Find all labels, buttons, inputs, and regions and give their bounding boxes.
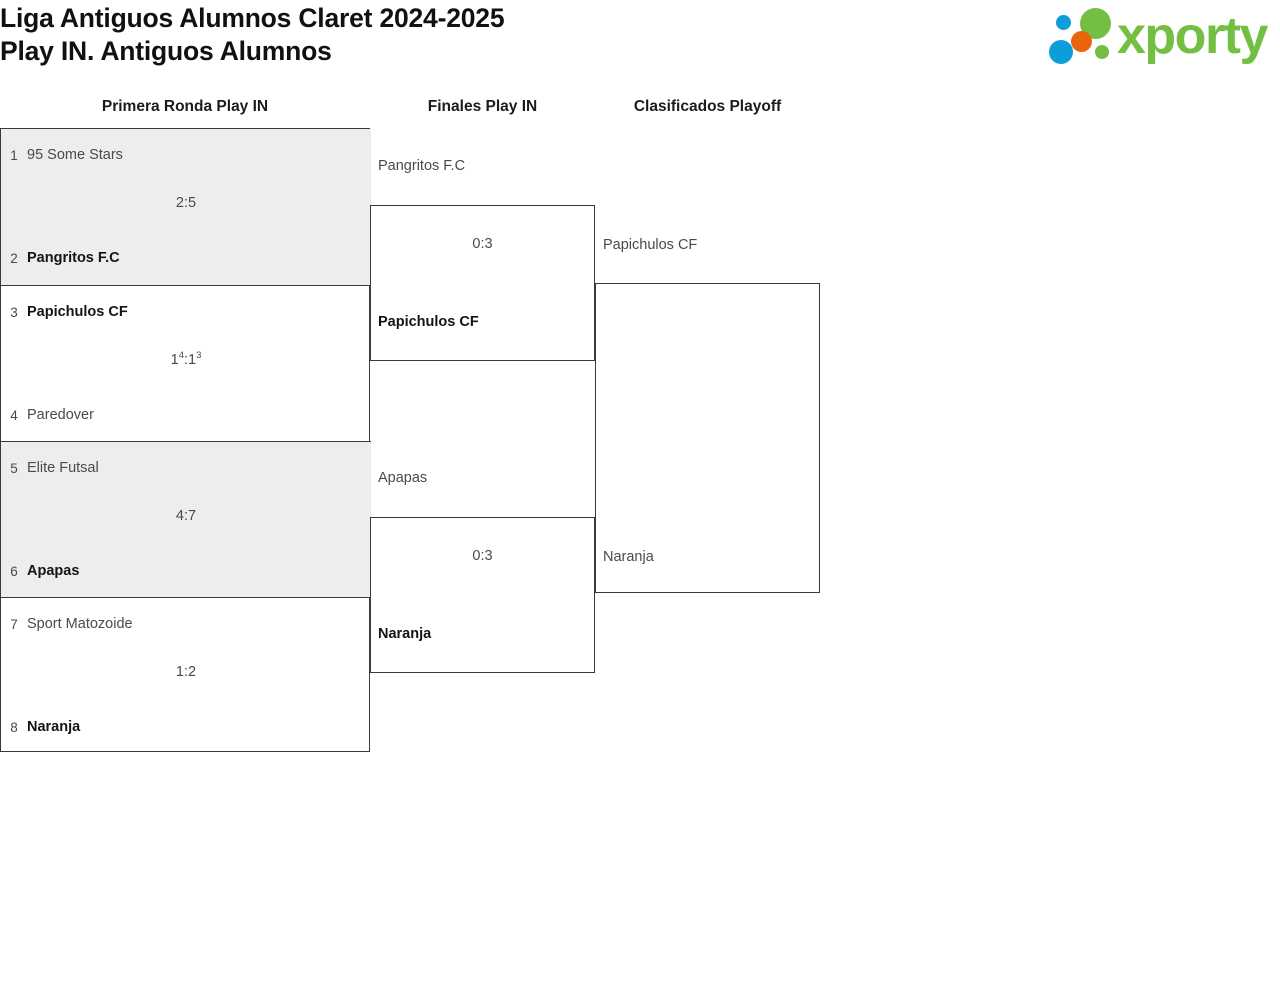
logo-dot-orange-icon — [1071, 31, 1092, 52]
team-name: 95 Some Stars — [27, 147, 123, 163]
logo-dot-blue-large-icon — [1049, 40, 1073, 64]
team-seed: 5 — [10, 460, 18, 476]
score-away: 1 — [188, 352, 197, 368]
team-seed: 3 — [10, 304, 18, 320]
match-score: 0:3 — [472, 548, 493, 564]
qualified-team-first[interactable]: Papichulos CF — [603, 237, 698, 253]
column-header-clasificados: Clasificados Playoff — [633, 98, 782, 115]
bracket-team-bottom[interactable]: 6 Apapas — [1, 558, 371, 584]
penalties-home: 4 — [178, 350, 184, 362]
team-seed: 1 — [10, 147, 18, 163]
bracket-team-top[interactable]: 1 95 Some Stars — [1, 142, 371, 168]
bracket-team-bottom[interactable]: 8 Naranja — [1, 714, 371, 740]
match-score: 2:5 — [175, 195, 197, 211]
score-home: 2 — [175, 195, 184, 211]
team-name: Apapas — [27, 563, 80, 579]
match-score: 4:7 — [175, 508, 197, 524]
qualified-playoff-box: Papichulos CF Naranja — [595, 237, 820, 593]
page-header: Liga Antiguos Alumnos Claret 2024-2025 P… — [0, 0, 1280, 92]
logo-dots-icon — [1047, 6, 1133, 68]
team-name: Sport Matozoide — [27, 616, 133, 632]
match-row[interactable]: 1 95 Some Stars 2:5 2 Pangritos F.C — [1, 129, 371, 285]
team-name: Elite Futsal — [27, 460, 99, 476]
qualified-team-second[interactable]: Naranja — [603, 549, 654, 565]
team-seed: 7 — [10, 616, 18, 632]
score-home: 4 — [175, 508, 184, 524]
score-home: 1 — [175, 664, 184, 680]
match-score: 0:3 — [472, 236, 493, 252]
bracket-team-top[interactable]: 3 Papichulos CF — [1, 299, 371, 325]
score-home: 1 — [170, 352, 179, 368]
match-row[interactable]: 3 Papichulos CF 14:13 4 Paredover — [1, 285, 371, 441]
xporty-logo: xporty — [1047, 6, 1275, 68]
score-away: 2 — [188, 664, 197, 680]
page-title: Liga Antiguos Alumnos Claret 2024-2025 P… — [0, 3, 505, 66]
team-name: Naranja — [27, 719, 81, 735]
match-score: 14:13 — [170, 350, 202, 368]
bracket-team-top[interactable]: 7 Sport Matozoide — [1, 611, 371, 637]
logo-dot-green-small-icon — [1095, 45, 1109, 59]
team-name: Paredover — [27, 407, 94, 423]
bracket-team-bottom[interactable]: 4 Paredover — [1, 402, 371, 428]
team-seed: 8 — [10, 719, 18, 735]
logo-dot-blue-small-icon — [1056, 15, 1071, 30]
bracket-team-top[interactable]: 5 Elite Futsal — [1, 455, 371, 481]
column-header-primera-ronda: Primera Ronda Play IN — [101, 98, 269, 115]
round-primera-ronda: 1 95 Some Stars 2:5 2 Pangritos F.C 3 Pa… — [0, 128, 371, 753]
logo-wordmark: xporty — [1117, 7, 1268, 65]
bracket-team-top[interactable]: Apapas — [378, 470, 428, 486]
bracket-team-bottom[interactable]: Papichulos CF — [378, 314, 479, 330]
bracket-team-top[interactable]: Pangritos F.C — [378, 158, 466, 174]
bracket-team-bottom[interactable]: Naranja — [378, 626, 432, 642]
penalties-away: 3 — [196, 350, 202, 362]
team-name: Pangritos F.C — [27, 250, 120, 266]
match-score: 1:2 — [175, 664, 197, 680]
match-row[interactable]: Pangritos F.C 0:3 Papichulos CF — [370, 158, 595, 361]
team-seed: 2 — [10, 250, 18, 266]
column-header-finales: Finales Play IN — [427, 98, 538, 115]
team-name: Papichulos CF — [27, 304, 128, 320]
match-row[interactable]: 7 Sport Matozoide 1:2 8 Naranja — [1, 597, 371, 753]
team-seed: 4 — [10, 407, 18, 423]
match-row[interactable]: 5 Elite Futsal 4:7 6 Apapas — [1, 441, 371, 597]
score-away: 5 — [188, 195, 197, 211]
match-row[interactable]: Apapas 0:3 Naranja — [370, 470, 595, 673]
bracket-team-bottom[interactable]: 2 Pangritos F.C — [1, 245, 371, 271]
score-away: 7 — [188, 508, 197, 524]
team-seed: 6 — [10, 563, 18, 579]
